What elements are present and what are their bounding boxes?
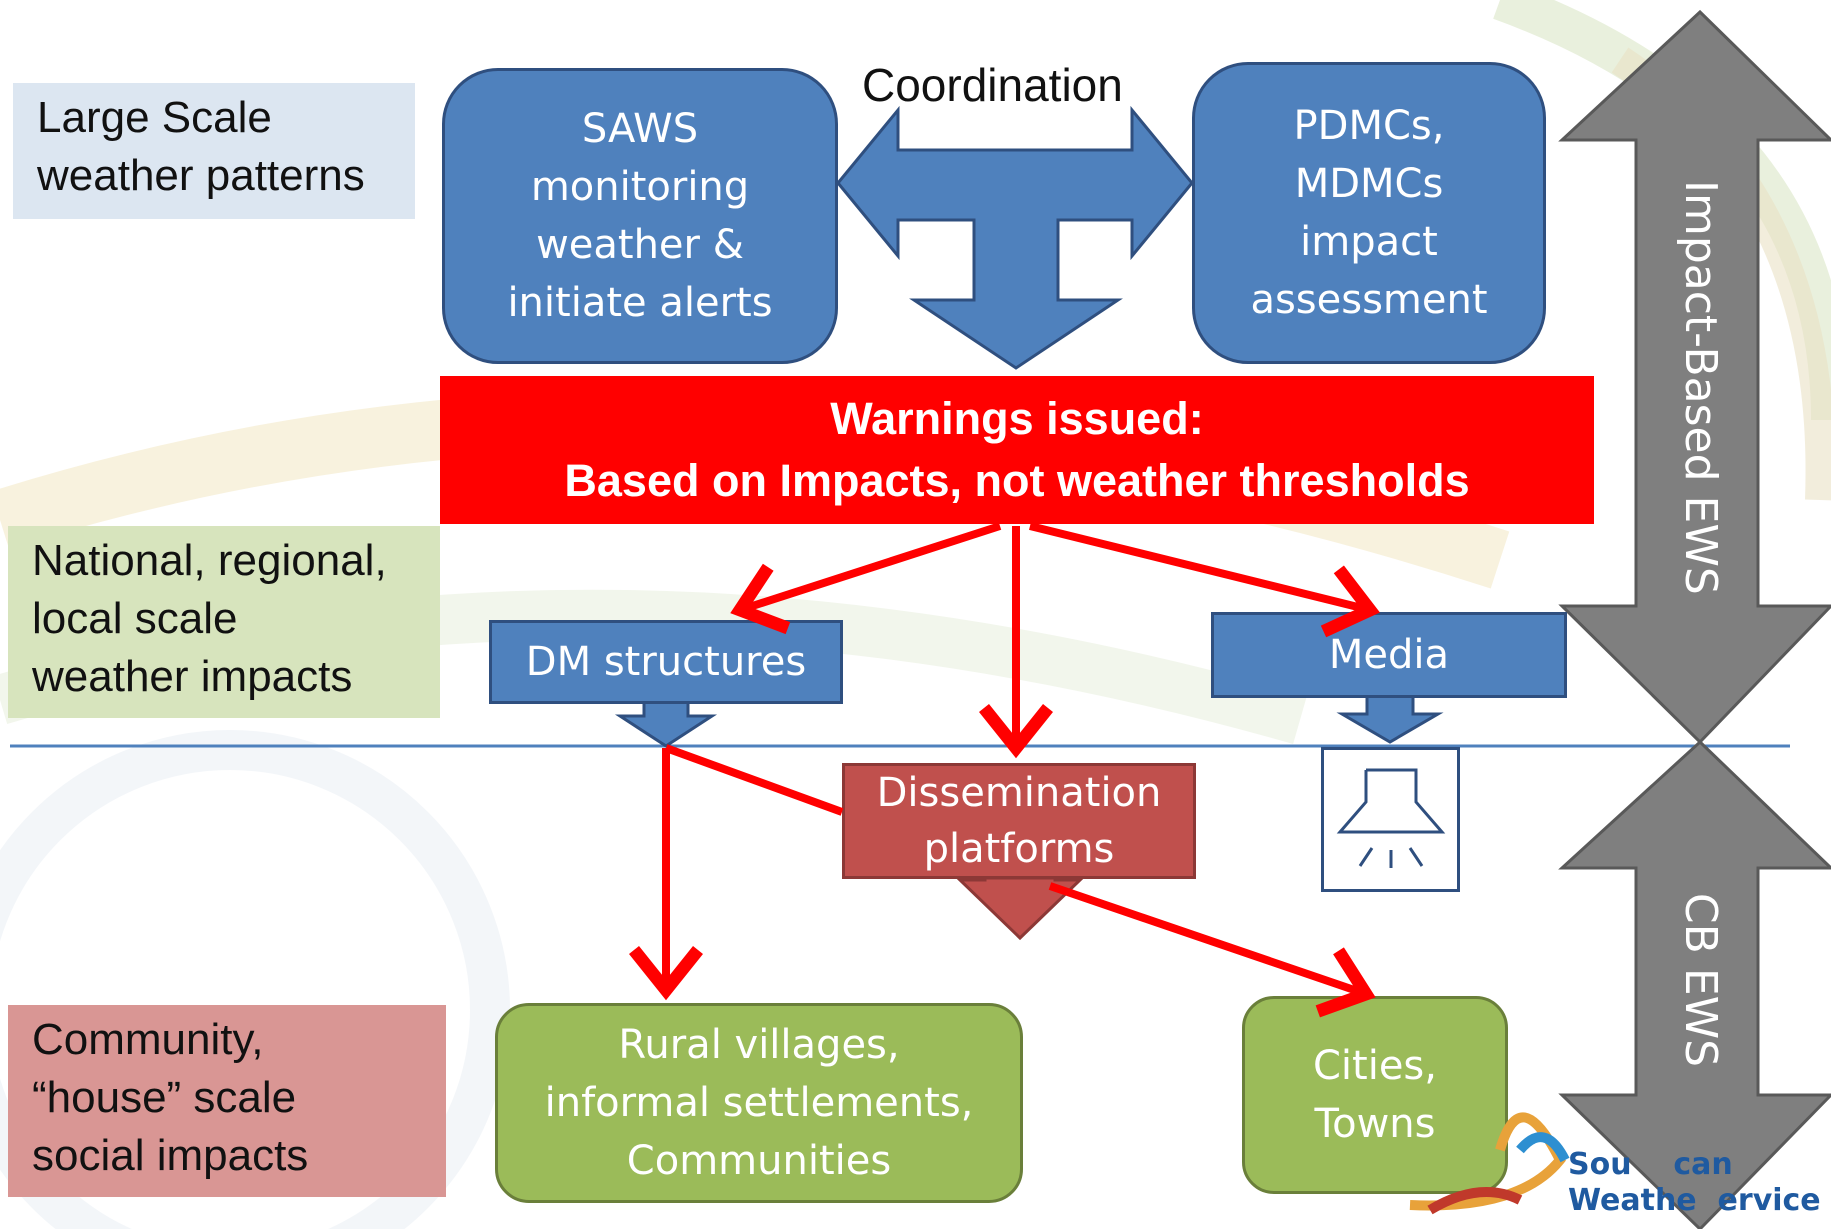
media-box: Media [1211,612,1567,698]
impact-based-ews-label: Impact-Based EWS [1675,180,1726,595]
saws-logo-line1: Sou can [1568,1147,1733,1182]
label-national-text: National, regional, local scale weather … [32,536,387,701]
coordination-label: Coordination [862,59,1123,111]
label-community-text: Community, “house” scale social impacts [32,1015,309,1180]
rural-box: Rural villages, informal settlements, Co… [495,1003,1023,1203]
broadcast-icon-frame [1321,747,1460,892]
saws-text: SAWS monitoring weather & initiate alert… [507,106,773,326]
pdmc-box: PDMCs, MDMCs impact assessment [1192,62,1546,364]
label-community: Community, “house” scale social impacts [8,1005,446,1197]
saws-box: SAWS monitoring weather & initiate alert… [442,68,838,364]
cb-ews-label: CB EWS [1675,892,1726,1068]
cities-box: Cities, Towns [1242,996,1508,1194]
label-large-scale: Large Scale weather patterns [13,83,415,219]
media-text: Media [1328,632,1450,678]
saws-logo-line2: Weathe ervice [1568,1183,1821,1218]
pdmc-text: PDMCs, MDMCs impact assessment [1250,103,1488,323]
warnings-line1: Warnings issued: [830,393,1204,444]
label-national: National, regional, local scale weather … [8,526,440,718]
dissemination-text: Dissemination platforms [876,770,1162,872]
saws-logo-text: Sou can Weathe ervice [1568,1147,1831,1219]
dissemination-box: Dissemination platforms [842,763,1196,879]
broadcast-icon [1336,768,1446,868]
warnings-banner: Warnings issued: Based on Impacts, not w… [440,376,1594,524]
cities-text: Cities, Towns [1312,1043,1437,1147]
dm-structures-text: DM structures [525,639,807,685]
dm-structures-box: DM structures [489,620,843,704]
warnings-line2: Based on Impacts, not weather thresholds [564,455,1470,506]
label-large-scale-text: Large Scale weather patterns [37,93,365,200]
rural-text: Rural villages, informal settlements, Co… [544,1022,974,1184]
